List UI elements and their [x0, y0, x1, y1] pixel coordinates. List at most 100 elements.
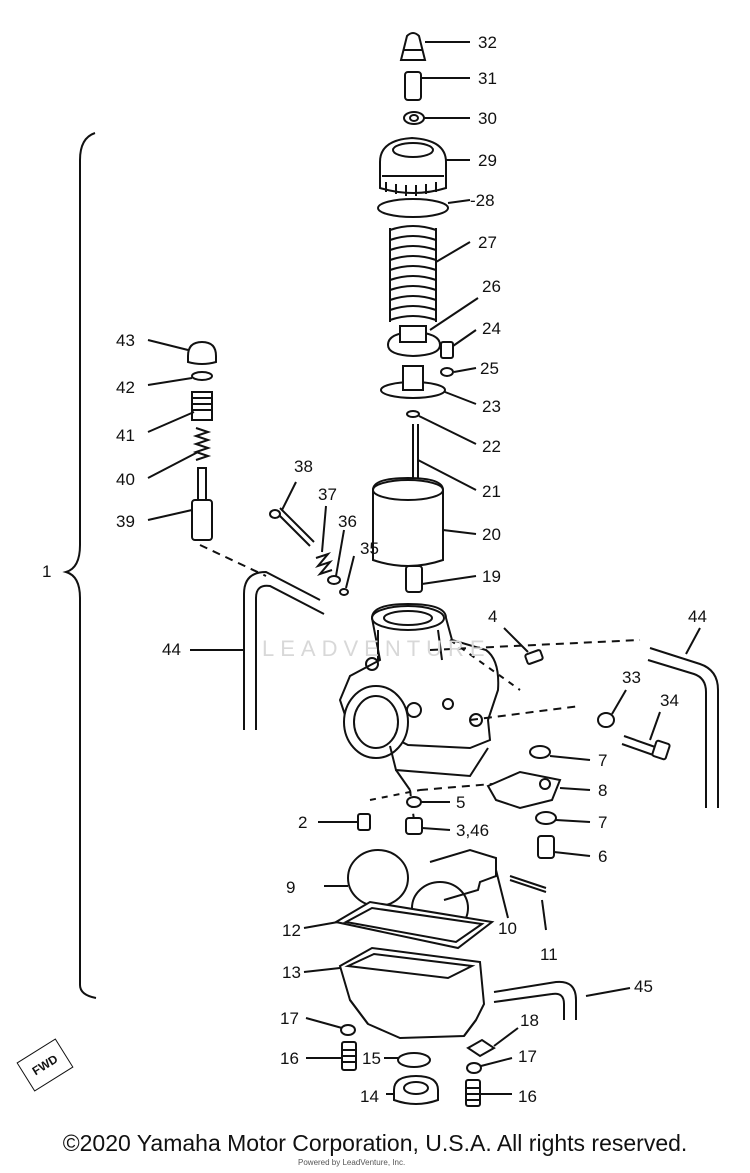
- part-25-washer: [440, 367, 477, 377]
- callout-19: 19: [482, 567, 501, 586]
- part-17-lower-washer: [466, 1057, 513, 1074]
- part-13-float-chamber: [303, 946, 486, 1040]
- part-32-cap: [399, 32, 470, 61]
- callout-21: 21: [482, 482, 501, 501]
- callout-13: 13: [282, 963, 301, 982]
- fwd-label: FWD: [29, 1051, 61, 1079]
- callout-41: 41: [116, 426, 135, 445]
- callout-22: 22: [482, 437, 501, 456]
- part-43-cap: [147, 339, 217, 365]
- callout-26: 26: [482, 277, 501, 296]
- part-2-pilot-jet: [318, 813, 371, 831]
- callout-5: 5: [456, 793, 465, 812]
- part-16-left-screw: [306, 1041, 357, 1071]
- part-22-clip: [406, 410, 477, 445]
- part-36-washer: [327, 529, 345, 585]
- callout-30: 30: [478, 109, 497, 128]
- callout-29: 29: [478, 151, 497, 170]
- part-14-plug: [386, 1074, 439, 1105]
- callout-36: 36: [338, 512, 357, 531]
- callout-4: 4: [488, 607, 497, 626]
- part-8-baffle-plate: [486, 770, 591, 810]
- callout-7b: 7: [598, 813, 607, 832]
- callout-1: 1: [42, 562, 51, 581]
- part-33-cap: [597, 689, 627, 728]
- callout-28: -28: [470, 191, 495, 210]
- part-10-float-arm: [429, 848, 509, 919]
- callout-15: 15: [362, 1049, 381, 1068]
- callout-18: 18: [520, 1011, 539, 1030]
- callout-16a: 16: [280, 1049, 299, 1068]
- part-7-lower-washer: [535, 811, 591, 825]
- part-16-right-screw: [465, 1079, 512, 1107]
- part-12-gasket: [303, 900, 495, 950]
- part-38-pilot-screw: [269, 481, 315, 547]
- part-31-adjuster: [404, 71, 470, 101]
- part-20-throttle-valve: [372, 476, 477, 567]
- part-35-o-ring: [339, 555, 355, 596]
- part-3-main-jet: [405, 817, 451, 835]
- callout-11: 11: [540, 945, 558, 964]
- part-18-clamp: [466, 1027, 519, 1058]
- callout-31: 31: [478, 69, 497, 88]
- copyright-footer: ©2020 Yamaha Motor Corporation, U.S.A. A…: [62, 1130, 688, 1156]
- callout-17b: 17: [518, 1047, 537, 1066]
- callout-44b: 44: [688, 607, 707, 626]
- assembly-bracket: [62, 132, 97, 999]
- callout-33: 33: [622, 668, 641, 687]
- callout-2: 2: [298, 813, 307, 832]
- callout-9: 9: [286, 878, 295, 897]
- watermark: LEADVENTURE: [262, 636, 491, 661]
- callout-37: 37: [318, 485, 337, 504]
- callout-45: 45: [634, 977, 653, 996]
- part-42-ring: [147, 371, 213, 386]
- part-27-spring: [389, 225, 471, 322]
- part-34-throttle-stop-screw: [621, 711, 671, 761]
- part-44-left-hose: [190, 544, 325, 730]
- part-24-screw: [440, 329, 477, 359]
- callout-27: 27: [478, 233, 497, 252]
- callout-14: 14: [360, 1087, 379, 1106]
- part-5-washer: [406, 796, 450, 808]
- part-39-plunger: [147, 467, 213, 541]
- part-6-valve-seat: [537, 835, 591, 859]
- callout-42: 42: [116, 378, 135, 397]
- callout-39: 39: [116, 512, 135, 531]
- part-40-spring: [147, 427, 212, 479]
- callout-17a: 17: [280, 1009, 299, 1028]
- part-23-holder: [380, 365, 477, 405]
- callout-34: 34: [660, 691, 679, 710]
- callout-6: 6: [598, 847, 607, 866]
- part-30-nut: [403, 111, 470, 125]
- callout-labels: 32313029-2827262425232221201943424140393…: [42, 33, 707, 1106]
- callout-20: 20: [482, 525, 501, 544]
- carburetor-body: [338, 602, 641, 821]
- callout-16b: 16: [518, 1087, 537, 1106]
- part-15-o-ring: [384, 1052, 431, 1068]
- part-4-screw: [503, 627, 544, 665]
- callout-23: 23: [482, 397, 501, 416]
- part-41-plunger-nut: [147, 391, 213, 433]
- callout-43: 43: [116, 331, 135, 350]
- callout-12: 12: [282, 921, 301, 940]
- callout-38: 38: [294, 457, 313, 476]
- callout-3_46: 3,46: [456, 821, 489, 840]
- callout-10: 10: [498, 919, 517, 938]
- part-44-right-hose: [647, 627, 719, 808]
- powered-by-text: Powered by LeadVenture, Inc.: [298, 1158, 406, 1167]
- part-29-top-cap: [379, 136, 470, 196]
- part-7-upper-washer: [529, 745, 591, 761]
- part-26-plate: [386, 297, 479, 358]
- part-11-float-pin: [509, 875, 547, 931]
- callout-25: 25: [480, 359, 499, 378]
- part-37-spring: [314, 505, 334, 577]
- callout-32: 32: [478, 33, 497, 52]
- callout-44a: 44: [162, 640, 181, 659]
- part-21-needle: [412, 424, 477, 491]
- callout-40: 40: [116, 470, 135, 489]
- callout-35: 35: [360, 539, 379, 558]
- part-17-upper-washer: [305, 1017, 356, 1036]
- part-45-drain-hose: [493, 980, 631, 1020]
- part-19-needle-jet: [405, 565, 477, 593]
